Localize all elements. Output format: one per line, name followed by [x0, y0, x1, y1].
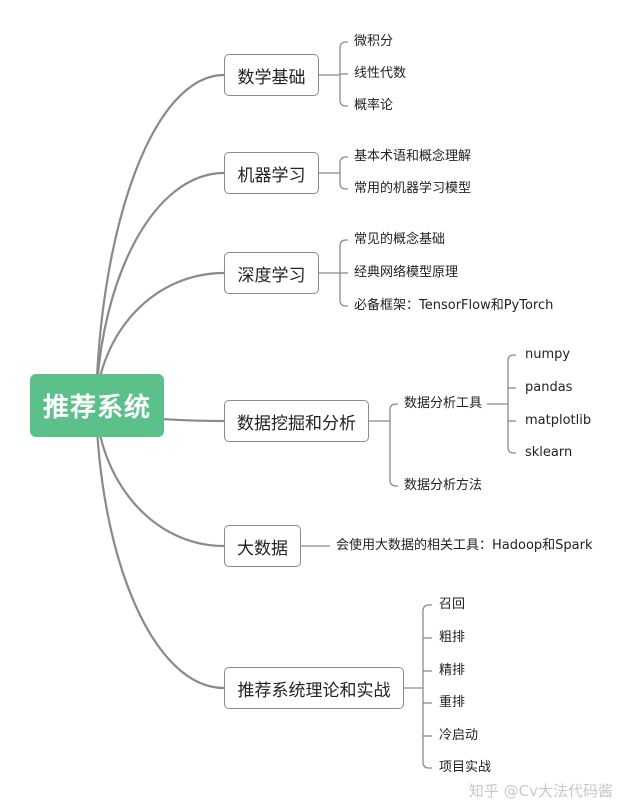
leaf-fine-rank[interactable]: 精排 — [439, 663, 466, 678]
branch-math-node[interactable]: 数学基础 — [224, 54, 319, 96]
leaf-pandas[interactable]: pandas — [525, 380, 573, 395]
ml-bracket — [339, 156, 348, 190]
root-label: 推荐系统 — [42, 393, 151, 423]
branch-recsys-node[interactable]: 推荐系统理论和实战 — [224, 667, 404, 709]
leaf-ml-models[interactable]: 常用的机器学习模型 — [354, 181, 472, 196]
leaf-analysis-tools[interactable]: 数据分析工具 — [404, 396, 483, 411]
leaf-recall[interactable]: 召回 — [439, 597, 466, 612]
leaf-calculus[interactable]: 微积分 — [354, 34, 394, 49]
leaf-probability[interactable]: 概率论 — [354, 98, 394, 113]
leaf-dl-networks[interactable]: 经典网络模型原理 — [354, 265, 459, 280]
branch-bigdata-label: 大数据 — [237, 538, 288, 559]
branch-dl-label: 深度学习 — [237, 265, 306, 286]
branch-ml-label: 机器学习 — [237, 165, 306, 186]
branch-math-label: 数学基础 — [237, 67, 306, 88]
branch-bigdata-node[interactable]: 大数据 — [224, 525, 301, 567]
leaf-linear-algebra[interactable]: 线性代数 — [354, 66, 407, 81]
root-node[interactable]: 推荐系统 — [30, 374, 164, 437]
leaf-project-practice[interactable]: 项目实战 — [439, 760, 492, 775]
branch-mining-node[interactable]: 数据挖掘和分析 — [224, 400, 369, 442]
leaf-numpy[interactable]: numpy — [525, 347, 571, 362]
leaf-matplotlib[interactable]: matplotlib — [525, 413, 592, 428]
leaf-rerank[interactable]: 重排 — [439, 695, 466, 710]
leaf-sklearn[interactable]: sklearn — [525, 445, 573, 460]
tools-bracket — [507, 354, 516, 454]
leaf-ml-terms[interactable]: 基本术语和概念理解 — [354, 149, 472, 164]
root-connector-5 — [94, 404, 225, 690]
leaf-cold-start[interactable]: 冷启动 — [439, 728, 479, 743]
branch-dl-node[interactable]: 深度学习 — [224, 252, 319, 294]
leaf-dl-concepts[interactable]: 常见的概念基础 — [354, 232, 446, 247]
branch-recsys-label: 推荐系统理论和实战 — [237, 680, 391, 701]
root-connector-0 — [94, 73, 225, 406]
mining-bracket — [389, 403, 398, 487]
watermark: 知乎 @Cv大法代码酱 — [468, 782, 613, 800]
leaf-coarse-rank[interactable]: 粗排 — [439, 630, 466, 645]
recsys-bracket — [422, 604, 432, 769]
branch-mining-label: 数据挖掘和分析 — [237, 413, 356, 434]
leaf-dl-frameworks[interactable]: 必备框架：TensorFlow和PyTorch — [354, 298, 554, 313]
leaf-analysis-methods[interactable]: 数据分析方法 — [404, 478, 483, 493]
leaf-bigdata-tools[interactable]: 会使用大数据的相关工具：Hadoop和Spark — [336, 538, 593, 553]
root-connector-1 — [94, 171, 225, 406]
branch-ml-node[interactable]: 机器学习 — [224, 152, 319, 194]
